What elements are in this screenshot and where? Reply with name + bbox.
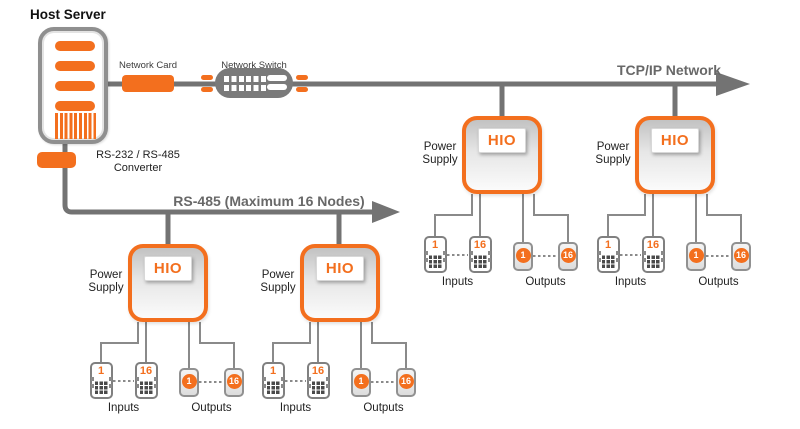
io-wiring-tcp-node-2 bbox=[607, 194, 742, 257]
server-drive-bay-icon bbox=[55, 81, 95, 91]
keypad-icon bbox=[601, 255, 615, 268]
hio-device-label: HIO bbox=[660, 132, 690, 149]
hio-device-label: HIO bbox=[325, 260, 355, 277]
outputs-label: Outputs bbox=[363, 402, 404, 414]
input-module-last-icon: 16 bbox=[134, 362, 158, 399]
hio-nameplate: HIO bbox=[316, 256, 364, 281]
keypad-icon bbox=[266, 381, 280, 394]
output-module-last-icon: 16 bbox=[396, 368, 416, 397]
hio-controller: HIO bbox=[128, 244, 208, 322]
hio-controller: HIO bbox=[300, 244, 380, 322]
keypad-icon bbox=[646, 255, 660, 268]
rs232-rs485-converter-icon bbox=[37, 152, 76, 168]
hio-controller: HIO bbox=[462, 116, 542, 194]
host-server-icon bbox=[38, 27, 108, 144]
cable-dash-icon bbox=[296, 75, 308, 80]
io-wiring-tcp-node-1 bbox=[434, 194, 569, 257]
host-server-label: Host Server bbox=[30, 7, 106, 22]
server-vent-icon bbox=[55, 113, 96, 139]
converter-label: RS-232 / RS-485 Converter bbox=[96, 149, 180, 174]
keypad-icon bbox=[311, 381, 325, 394]
switch-ports-icon bbox=[224, 76, 268, 91]
keypad-icon bbox=[94, 381, 108, 394]
cable-dash-icon bbox=[296, 87, 308, 92]
inputs-label: Inputs bbox=[279, 402, 312, 414]
server-drive-bay-icon bbox=[55, 101, 95, 111]
switch-uplink-icon bbox=[267, 75, 287, 81]
hio-nameplate: HIO bbox=[478, 128, 526, 153]
input-module-last-icon: 16 bbox=[306, 362, 330, 399]
io-wiring-rs485-node-2 bbox=[272, 322, 407, 383]
network-card-icon bbox=[122, 75, 174, 92]
server-drive-bay-icon bbox=[55, 61, 95, 71]
input-module-first-icon: 1 bbox=[89, 362, 113, 399]
power-supply-label: Power Supply bbox=[422, 141, 458, 166]
keypad-icon bbox=[139, 381, 153, 394]
input-module-first-icon: 1 bbox=[261, 362, 285, 399]
power-supply-label: Power Supply bbox=[595, 141, 631, 166]
hio-nameplate: HIO bbox=[144, 256, 192, 281]
output-module-last-icon: 16 bbox=[558, 242, 578, 271]
io-wiring-rs485-node-1 bbox=[100, 322, 235, 383]
hio-controller: HIO bbox=[635, 116, 715, 194]
hio-nameplate: HIO bbox=[651, 128, 699, 153]
input-module-first-icon: 1 bbox=[596, 236, 620, 273]
inputs-label: Inputs bbox=[107, 402, 140, 414]
rs485-bus-label: RS-485 (Maximum 16 Nodes) bbox=[173, 193, 365, 209]
outputs-label: Outputs bbox=[191, 402, 232, 414]
cable-dash-icon bbox=[201, 75, 213, 80]
network-switch-label: Network Switch bbox=[221, 60, 287, 71]
output-module-last-icon: 16 bbox=[224, 368, 244, 397]
rs485-bus-line bbox=[62, 136, 374, 215]
input-module-first-icon: 1 bbox=[423, 236, 447, 273]
tcpip-arrowhead-icon bbox=[716, 72, 750, 96]
inputs-label: Inputs bbox=[441, 276, 474, 288]
input-module-last-icon: 16 bbox=[641, 236, 665, 273]
keypad-icon bbox=[428, 255, 442, 268]
power-supply-label: Power Supply bbox=[88, 269, 124, 294]
keypad-icon bbox=[473, 255, 487, 268]
network-card-label: Network Card bbox=[118, 60, 178, 71]
output-module-first-icon: 1 bbox=[351, 368, 371, 397]
rs485-arrowhead-icon bbox=[372, 201, 400, 223]
output-module-first-icon: 1 bbox=[686, 242, 706, 271]
switch-uplink-icon bbox=[267, 84, 287, 90]
hio-device-label: HIO bbox=[487, 132, 517, 149]
outputs-label: Outputs bbox=[525, 276, 566, 288]
tcpip-network-label: TCP/IP Network bbox=[617, 62, 721, 78]
output-module-first-icon: 1 bbox=[179, 368, 199, 397]
input-module-last-icon: 16 bbox=[468, 236, 492, 273]
outputs-label: Outputs bbox=[698, 276, 739, 288]
output-module-first-icon: 1 bbox=[513, 242, 533, 271]
power-supply-label: Power Supply bbox=[260, 269, 296, 294]
inputs-label: Inputs bbox=[614, 276, 647, 288]
output-module-last-icon: 16 bbox=[731, 242, 751, 271]
cable-dash-icon bbox=[201, 87, 213, 92]
hio-device-label: HIO bbox=[153, 260, 183, 277]
server-drive-bay-icon bbox=[55, 41, 95, 51]
network-switch-icon bbox=[215, 68, 293, 98]
